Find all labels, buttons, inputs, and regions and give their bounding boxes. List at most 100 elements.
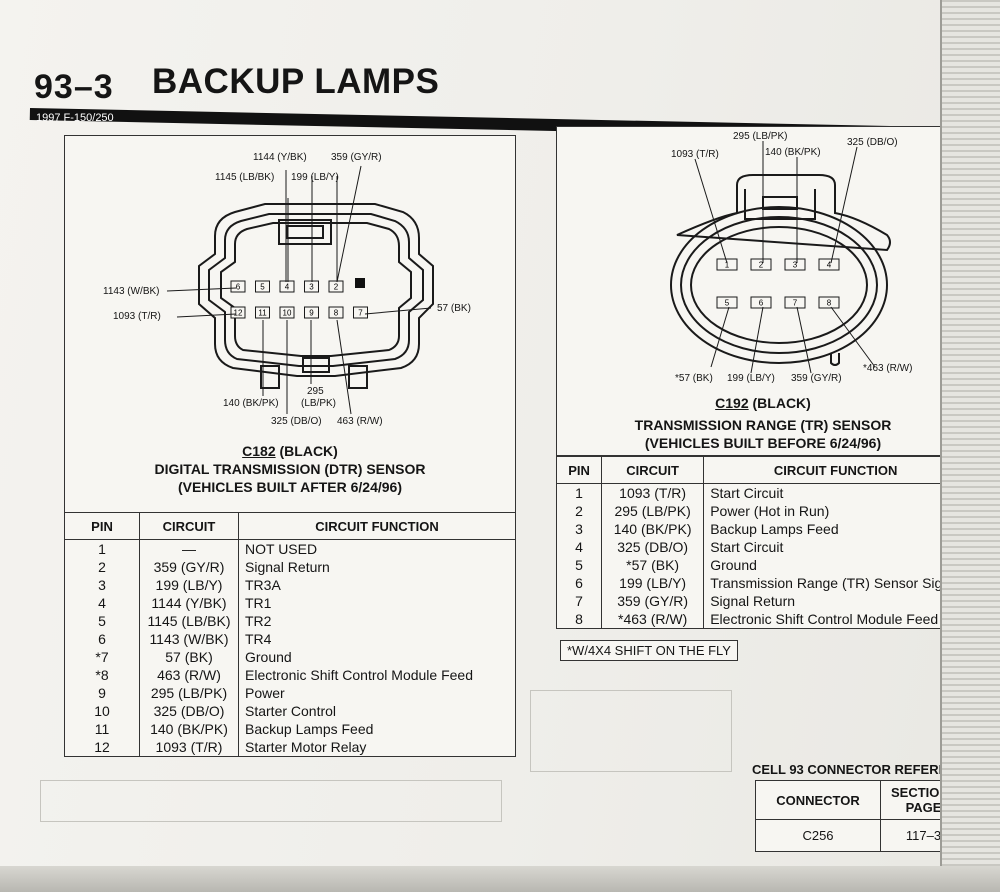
ghost-mark (40, 780, 502, 822)
cell-pin: 10 (64, 702, 140, 720)
cell-pin: 7 (556, 592, 603, 610)
section-number: 93–3 (34, 68, 114, 106)
col-circuit: CIRCUIT (139, 512, 239, 540)
cell-circuit: 1145 (LB/BK) (139, 612, 239, 630)
cell-circuit: 295 (LB/PK) (601, 502, 705, 520)
callout-199: 199 (LB/Y) (291, 172, 339, 183)
cell-function: TR3A (245, 577, 281, 593)
pin-number: 8 (334, 309, 339, 318)
cell-pin: 6 (556, 574, 603, 592)
cell-function: Power (Hot in Run) (710, 503, 830, 519)
cell-circuit: 1093 (T/R) (139, 738, 239, 757)
pin-box (750, 258, 772, 271)
pin-number: 10 (283, 309, 292, 318)
callout-463: *463 (R/W) (863, 363, 913, 374)
callout-295: 295 (307, 386, 324, 397)
page-edge-stack (940, 0, 1000, 892)
tr-connector-note: (VEHICLES BUILT BEFORE 6/24/96) (644, 435, 882, 451)
cell-circuit: 199 (LB/Y) (139, 576, 239, 594)
dtr-connector-id: C182 (BLACK) (242, 443, 338, 459)
ghost-mark (530, 690, 732, 772)
pin-number: 4 (285, 283, 290, 292)
cell-function: Electronic Shift Control Module Feed (710, 611, 939, 627)
cell-function: Transmission Range (TR) Sensor Signal (710, 575, 961, 591)
pin-1-blank (355, 278, 365, 288)
cell-circuit: *57 (BK) (601, 556, 705, 574)
pin-box (353, 306, 368, 319)
cell-circuit: 57 (BK) (139, 648, 239, 666)
model-label: 1997 F-150/250 (36, 112, 114, 124)
col-pin: PIN (64, 512, 140, 540)
pin-box (716, 258, 738, 271)
tr-connector-name: TRANSMISSION RANGE (TR) SENSOR (634, 417, 892, 433)
cell-pin: 4 (64, 594, 140, 612)
cell-pin: 2 (64, 558, 140, 576)
cell-circuit: 140 (BK/PK) (601, 520, 705, 538)
cell-pin: 11 (64, 720, 140, 738)
cell-function: Ground (245, 649, 292, 665)
cell-circuit: 325 (DB/O) (601, 538, 705, 556)
callout-140: 140 (BK/PK) (223, 398, 279, 409)
callout-295-color: (LB/PK) (301, 398, 337, 409)
cell-circuit: 295 (LB/PK) (139, 684, 239, 702)
cell-function: TR2 (245, 613, 272, 629)
callout-57: *57 (BK) (675, 373, 713, 384)
cell-circuit: 359 (GY/R) (601, 592, 705, 610)
pin-number: 2 (759, 261, 764, 270)
pin-number: 5 (260, 283, 265, 292)
callout-325: 325 (DB/O) (847, 137, 898, 148)
callout-140: 140 (BK/PK) (765, 147, 821, 158)
pin-box (784, 296, 806, 309)
table-row: 1—NOT USED (64, 539, 516, 558)
pin-box (750, 296, 772, 309)
callout-359: 359 (GY/R) (331, 152, 382, 163)
connector-reference-table: CONNECTOR SECTION–PAGE C256 117–3 (755, 780, 968, 852)
page-bottom-shadow (0, 866, 1000, 892)
cell-function: Backup Lamps Feed (245, 721, 374, 737)
callout-359: 359 (GY/R) (791, 373, 842, 384)
cell-pin: 4 (556, 538, 603, 556)
callout-463: 463 (R/W) (337, 416, 383, 427)
cell-function: Starter Control (245, 703, 337, 719)
cell-function: Starter Motor Relay (245, 739, 367, 755)
cell-circuit: 1143 (W/BK) (139, 630, 239, 648)
pin-number: 9 (309, 309, 314, 318)
cell-function: Start Circuit (710, 539, 784, 555)
cell-circuit: 359 (GY/R) (139, 558, 239, 576)
pin-number: 7 (358, 309, 363, 318)
cell-pin: 9 (64, 684, 140, 702)
pin-box (255, 280, 270, 293)
callout-1093: 1093 (T/R) (113, 311, 161, 322)
pin-box (279, 306, 295, 319)
pin-number: 6 (236, 283, 241, 292)
cell-pin: *8 (64, 666, 140, 684)
cell-pin: 5 (64, 612, 140, 630)
cell-function: TR1 (245, 595, 272, 611)
cell-circuit: — (139, 539, 239, 558)
table-row: C256 117–3 (755, 819, 968, 852)
pin-number: 5 (725, 299, 730, 308)
pin-number: 3 (309, 283, 314, 292)
cell-circuit: 1093 (T/R) (601, 483, 705, 502)
pin-box (784, 258, 806, 271)
callout-295: 295 (LB/PK) (733, 131, 788, 142)
